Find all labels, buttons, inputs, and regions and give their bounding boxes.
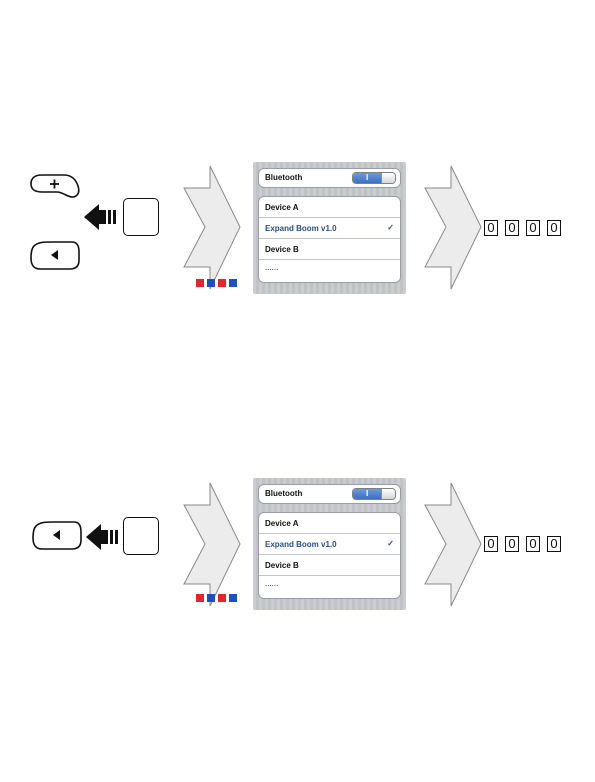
bluetooth-row: Bluetooth I	[258, 168, 401, 188]
pin-digit: 0	[505, 536, 519, 552]
square-button-icon	[123, 517, 159, 555]
led-square	[218, 594, 226, 602]
device-row-expand-boom[interactable]: Expand Boom v1.0 ✓	[259, 218, 400, 239]
phone-bluetooth-screen: Bluetooth I Device A Expand Boom v1.0 ✓ …	[253, 478, 406, 610]
plus-button-icon	[28, 172, 82, 200]
flow-arrow-icon	[424, 482, 482, 608]
led-square	[229, 594, 237, 602]
pin-digit: 0	[484, 220, 498, 236]
press-arrow-icon	[86, 523, 122, 553]
toggle-on-track: I	[353, 489, 383, 499]
phone-bluetooth-screen: Bluetooth I Device A Expand Boom v1.0 ✓ …	[253, 162, 406, 294]
device-row-expand-boom[interactable]: Expand Boom v1.0 ✓	[259, 534, 400, 555]
pin-code: 0 0 0 0	[484, 536, 561, 552]
device-row-more[interactable]: ......	[259, 576, 400, 597]
pin-digit: 0	[484, 536, 498, 552]
pin-digit: 0	[526, 220, 540, 236]
device-list: Device A Expand Boom v1.0 ✓ Device B ...…	[258, 512, 401, 599]
led-square	[196, 594, 204, 602]
pin-digit: 0	[526, 536, 540, 552]
led-square	[207, 594, 215, 602]
led-square	[229, 279, 237, 287]
led-indicator	[196, 279, 237, 287]
back-button-icon	[30, 518, 84, 552]
toggle-knob	[381, 173, 395, 183]
led-square	[207, 279, 215, 287]
toggle-on-track: I	[353, 173, 383, 183]
device-label: Device A	[265, 519, 299, 528]
toggle-knob	[381, 489, 395, 499]
flow-arrow-icon	[424, 165, 482, 291]
device-row-b[interactable]: Device B	[259, 239, 400, 260]
pin-digit: 0	[547, 536, 561, 552]
device-row-more[interactable]: ......	[259, 260, 400, 281]
pin-digit: 0	[547, 220, 561, 236]
device-label: Expand Boom v1.0	[265, 540, 337, 549]
check-icon: ✓	[387, 539, 394, 548]
device-label: ......	[265, 579, 278, 588]
device-list: Device A Expand Boom v1.0 ✓ Device B ...…	[258, 196, 401, 283]
bluetooth-toggle[interactable]: I	[352, 172, 396, 184]
pin-code: 0 0 0 0	[484, 220, 561, 236]
flow-arrow-icon	[183, 482, 241, 608]
bluetooth-toggle[interactable]: I	[352, 488, 396, 500]
toggle-on-label: I	[366, 489, 368, 499]
back-button-icon	[28, 238, 82, 272]
device-row-b[interactable]: Device B	[259, 555, 400, 576]
device-label: Device B	[265, 245, 299, 254]
led-square	[196, 279, 204, 287]
bluetooth-row: Bluetooth I	[258, 484, 401, 504]
flow-arrow-icon	[183, 165, 241, 291]
check-icon: ✓	[387, 223, 394, 232]
device-label: Device B	[265, 561, 299, 570]
square-button-icon	[123, 198, 159, 236]
press-arrow-icon	[84, 203, 120, 233]
device-row-a[interactable]: Device A	[259, 197, 400, 218]
led-indicator	[196, 594, 237, 602]
pin-digit: 0	[505, 220, 519, 236]
device-row-a[interactable]: Device A	[259, 513, 400, 534]
bluetooth-label: Bluetooth	[265, 489, 302, 498]
device-label: Device A	[265, 203, 299, 212]
device-label: Expand Boom v1.0	[265, 224, 337, 233]
bluetooth-label: Bluetooth	[265, 173, 302, 182]
toggle-on-label: I	[366, 173, 368, 183]
led-square	[218, 279, 226, 287]
device-label: ......	[265, 263, 278, 272]
